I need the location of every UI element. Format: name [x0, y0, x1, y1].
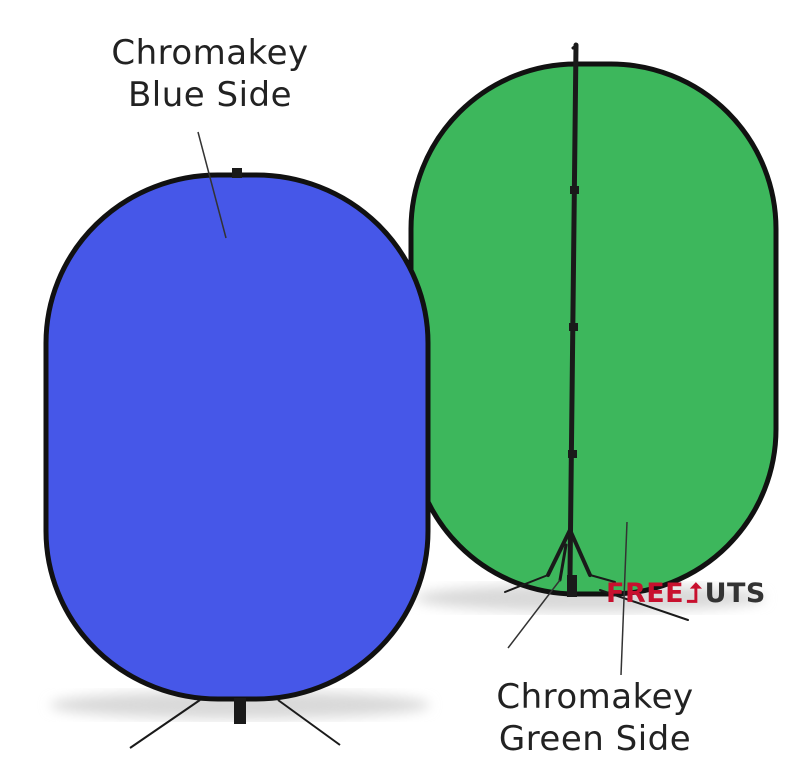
blue-side-label: Chromakey Blue Side	[80, 32, 340, 116]
watermark-t-arrow-icon: ⮥	[686, 578, 703, 609]
blue-panel-feet	[129, 168, 341, 749]
green-side-pointer-line	[620, 521, 628, 676]
watermark-free-text: FREE	[606, 578, 685, 609]
green-side-label-line2: Green Side	[498, 719, 692, 759]
blue-side-label-line2: Blue Side	[127, 75, 293, 115]
watermark-uts-text: UTS	[704, 578, 766, 609]
light-stand	[504, 42, 689, 621]
freetuts-watermark-logo: FREE⮥UTS	[606, 578, 766, 610]
green-side-label-line1: Chromakey	[496, 677, 694, 717]
blue-side-label-line1: Chromakey	[111, 33, 309, 73]
blue-side-pointer-line	[197, 131, 227, 239]
green-panel-shadow	[415, 584, 765, 612]
green-side-label: Chromakey Green Side	[470, 676, 720, 760]
stand-leg-pointer-line	[507, 579, 561, 649]
green-chromakey-panel	[408, 61, 779, 597]
blue-chromakey-panel	[43, 172, 431, 702]
